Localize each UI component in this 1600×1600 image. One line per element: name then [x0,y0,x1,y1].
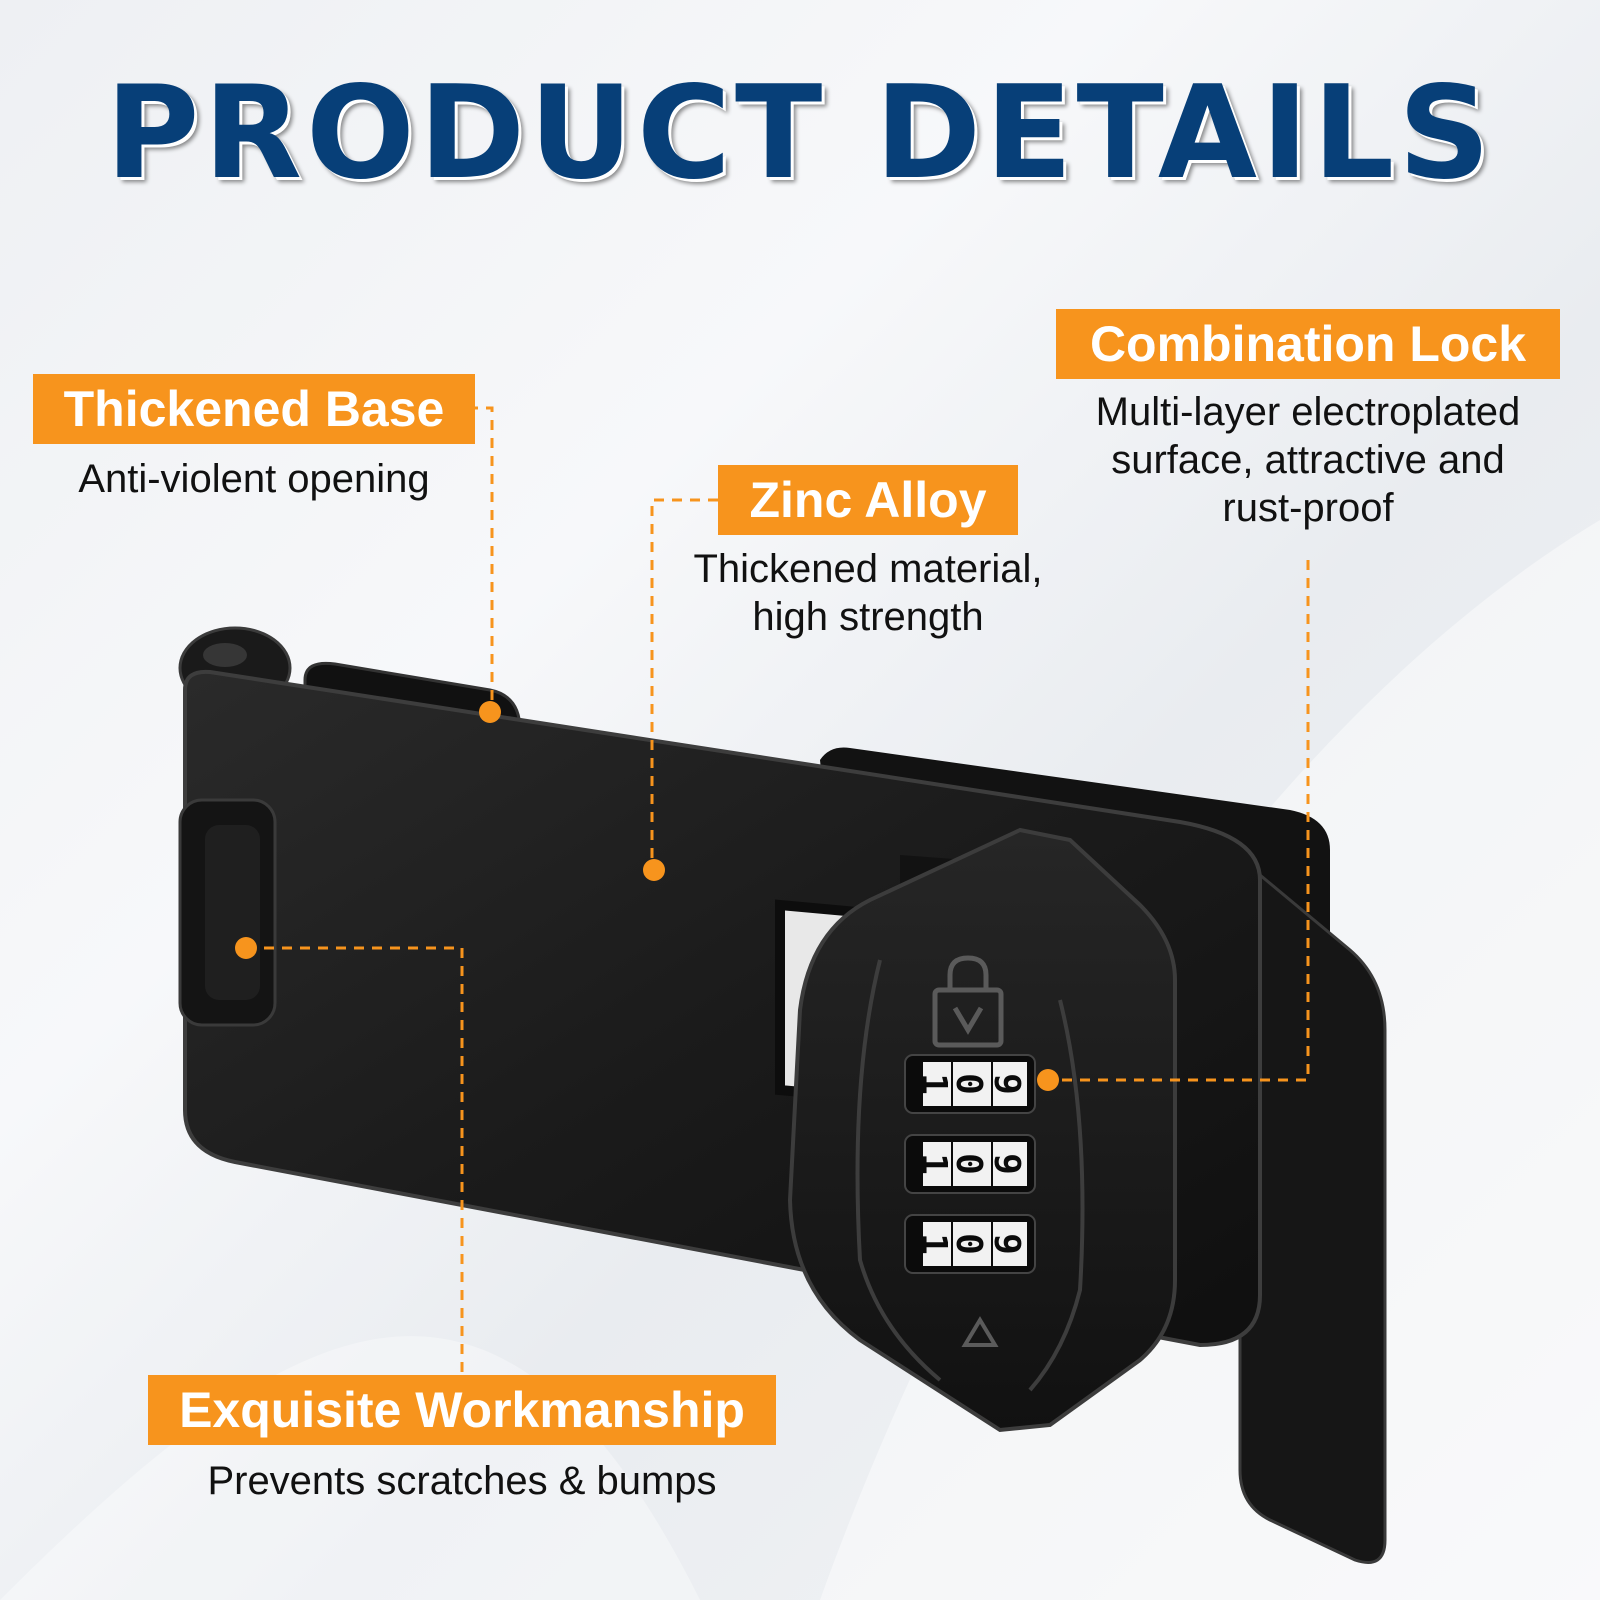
dial-1-digit-1: 1 [913,1073,954,1095]
dial-3-digit-1: 1 [913,1233,954,1255]
desc-combination-lock-line2: surface, attractive and [1111,438,1505,482]
leader-thickened-base [468,406,494,710]
dial-row-1: 1 0 9 [904,1054,1036,1114]
dot-zinc-alloy [643,859,665,881]
dial-row-2: 1 0 9 [904,1134,1036,1194]
leader-combination-lock [1048,560,1310,1082]
dial-2-digit-1: 1 [913,1153,954,1175]
dial-2-digit-3: 9 [986,1153,1027,1175]
triangle-marker-icon [961,1316,999,1347]
desc-thickened-base: Anti-violent opening [78,457,430,501]
dial-2-digit-2: 0 [948,1153,989,1175]
dot-thickened-base [479,701,501,723]
dial-1-digit-2: 0 [948,1073,989,1095]
desc-combination-lock-line3: rust-proof [1222,486,1394,530]
tag-exquisite-workmanship: Exquisite Workmanship [148,1375,776,1445]
lock-face [787,827,1177,1433]
tag-zinc-alloy: Zinc Alloy [718,465,1018,535]
dot-combination-lock [1037,1069,1059,1091]
desc-combination-lock: Multi-layer electroplated surface, attra… [1048,388,1568,532]
padlock-symbol-icon [932,955,1004,1048]
tag-combination-lock: Combination Lock [1056,309,1560,379]
dot-exquisite-workmanship [235,937,257,959]
tag-thickened-base: Thickened Base [33,374,475,444]
desc-zinc-alloy-line1: Thickened material, [693,547,1043,591]
page-title: PRODUCT DETAILS [105,59,1495,208]
leader-exquisite-workmanship [246,946,464,1372]
desc-exquisite-workmanship: Prevents scratches & bumps [207,1459,717,1503]
desc-zinc-alloy-line2: high strength [752,595,984,639]
leader-zinc-alloy [650,498,718,868]
dial-3-digit-2: 0 [948,1233,989,1255]
desc-zinc-alloy: Thickened material, high strength [668,545,1068,641]
dial-row-3: 1 0 9 [904,1214,1036,1274]
desc-combination-lock-line1: Multi-layer electroplated [1095,390,1521,434]
dial-3-digit-3: 9 [986,1233,1027,1255]
dial-1-digit-3: 9 [986,1073,1027,1095]
staple-frame [1227,846,1387,1564]
